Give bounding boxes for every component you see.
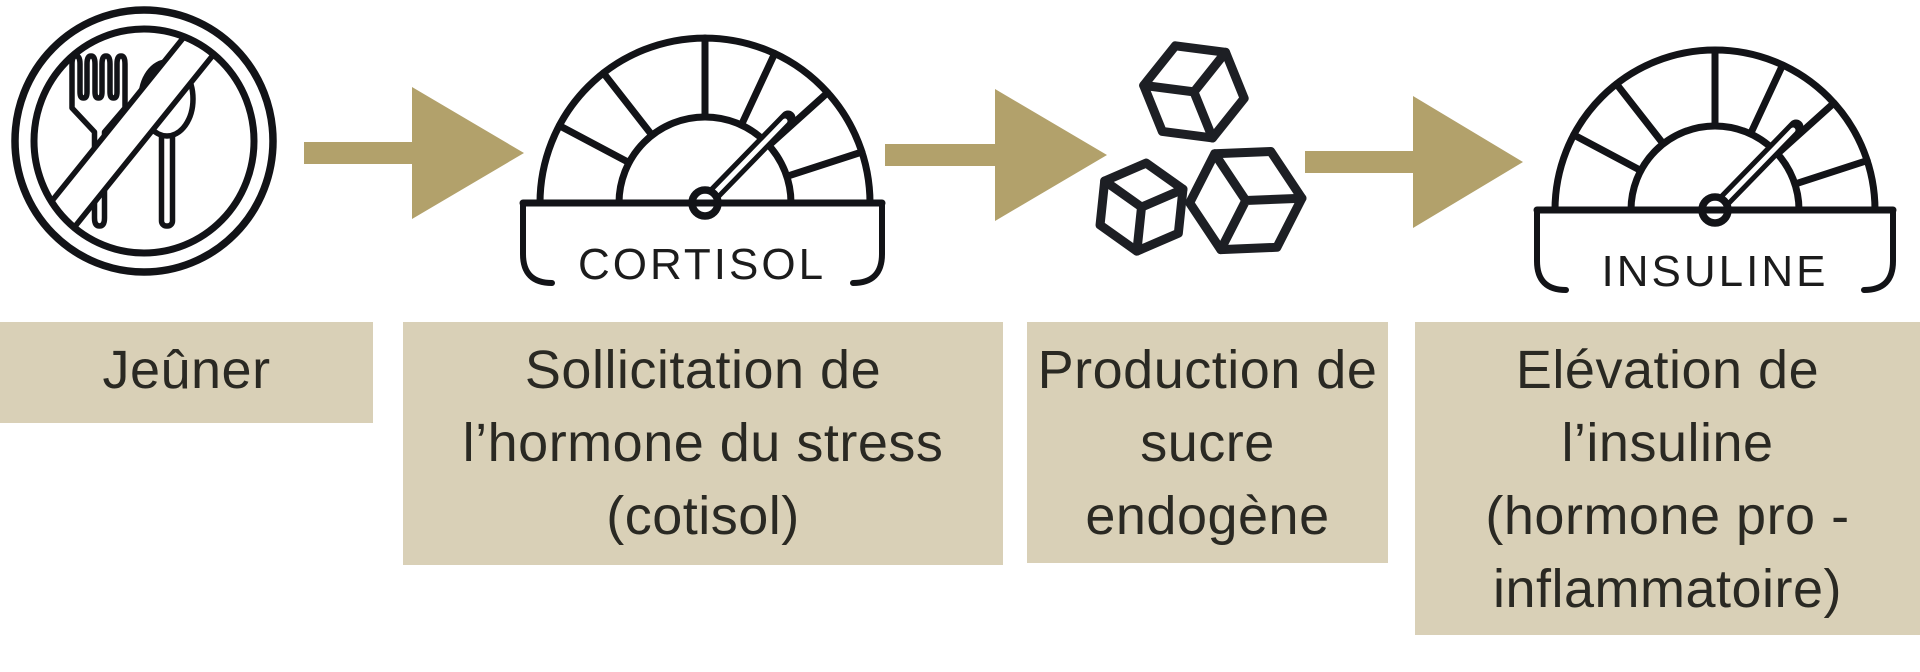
caption-sugar: Production de sucre endogène <box>1027 322 1388 563</box>
sugar-cube <box>1098 159 1186 255</box>
arrow-right-icon <box>1305 96 1523 228</box>
caption-line: Jeûner <box>102 340 271 400</box>
gauge-outer-arc <box>536 34 874 207</box>
caption-line: (hormone pro - <box>1485 486 1850 546</box>
cortisol-gauge-label: CORTISOL <box>578 240 826 289</box>
arrow-right-icon <box>885 89 1107 221</box>
cortisol-gauge-icon: CORTISOL <box>519 34 886 289</box>
caption-line: l’hormone du stress <box>462 413 944 473</box>
insulin-gauge-label: INSULINE <box>1602 247 1829 296</box>
arrow-right-icon <box>304 87 524 219</box>
sugar-cube <box>1134 29 1253 154</box>
gauge-label-frame <box>1534 207 1896 293</box>
caption-line: endogène <box>1085 486 1330 546</box>
caption-cortisol: Sollicitation de l’hormone du stress (co… <box>403 322 1003 565</box>
caption-line: (cotisol) <box>606 486 800 546</box>
prohibition-ring-outer <box>11 6 277 276</box>
insulin-gauge-icon: INSULINE <box>1533 46 1897 296</box>
caption-line: l’insuline <box>1561 413 1774 473</box>
gauge-needle-inner <box>713 118 788 195</box>
sugar-cubes-icon <box>1098 29 1315 272</box>
gauge-label-frame <box>520 200 885 286</box>
caption-insulin: Elévation de l’insuline (hormone pro - i… <box>1415 322 1920 635</box>
caption-line: inflammatoire) <box>1492 559 1843 619</box>
gauge-outer-arc <box>1551 46 1879 214</box>
ring-wipe <box>16 11 272 271</box>
caption-line: Production de <box>1037 340 1378 400</box>
gauge-inner-arc <box>1627 122 1803 214</box>
caption-line: Elévation de <box>1515 340 1820 400</box>
caption-line: Sollicitation de <box>524 340 882 400</box>
sugar-cube <box>1177 129 1314 272</box>
caption-line: sucre <box>1140 413 1275 473</box>
gauge-needle-inner <box>1723 127 1796 202</box>
prohibition-ring-inner <box>30 25 258 257</box>
gauge-inner-arc <box>615 113 795 207</box>
spoon-handle <box>158 125 176 229</box>
no-food-icon <box>11 6 277 276</box>
caption-fasting: Jeûner <box>0 322 373 423</box>
